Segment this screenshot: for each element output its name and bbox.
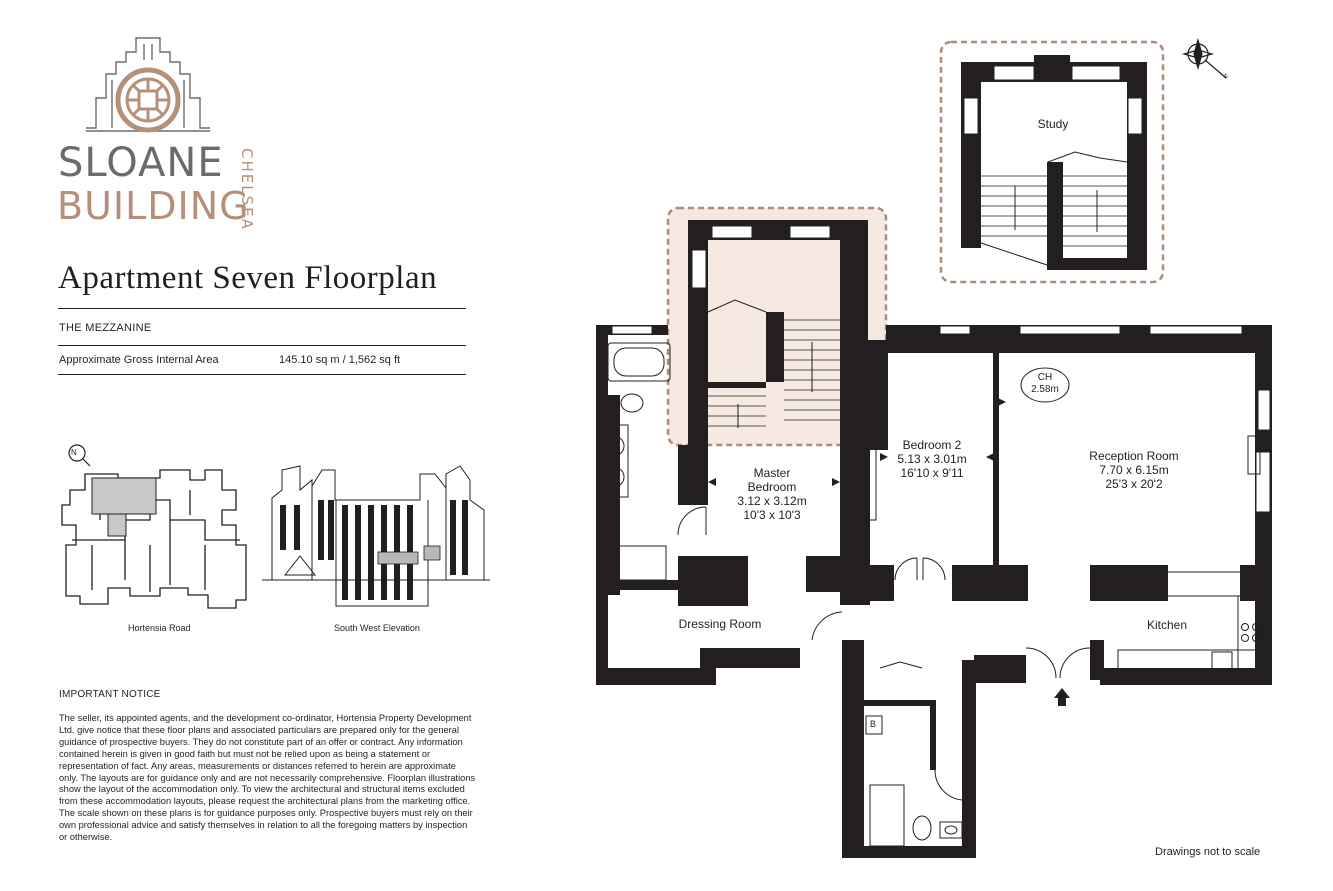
room-name-master-line2: Bedroom bbox=[747, 480, 797, 494]
compass-icon bbox=[1181, 37, 1227, 79]
study-highlight-zone bbox=[939, 40, 1165, 284]
elevation-caption: South West Elevation bbox=[334, 623, 420, 633]
room-label-dressing-room: Dressing Room bbox=[678, 617, 762, 631]
room-name-bedroom-2: Bedroom 2 bbox=[902, 438, 962, 452]
key-plan-north-label: N bbox=[71, 448, 77, 457]
room-dims-bedroom-2-imperial: 16'10 x 9'11 bbox=[900, 466, 964, 480]
room-label-study: Study bbox=[1037, 117, 1069, 131]
logo-wordmark-building: BUILDING bbox=[57, 184, 250, 228]
floor-level-label: THE MEZZANINE bbox=[59, 322, 152, 334]
room-label-reception: Reception Room 7.70 x 6.15m 25'3 x 20'2 bbox=[1064, 449, 1204, 491]
room-label-kitchen: Kitchen bbox=[1146, 618, 1188, 632]
room-label-master-bedroom: Master Bedroom 3.12 x 3.12m 10'3 x 10'3 bbox=[712, 466, 832, 522]
room-label-bedroom-2: Bedroom 2 5.13 x 3.01m 16'10 x 9'11 bbox=[870, 438, 994, 480]
scale-note: Drawings not to scale bbox=[1155, 846, 1261, 858]
page-title: Apartment Seven Floorplan bbox=[58, 260, 438, 296]
logo-wordmark-chelsea: CHELSEA bbox=[238, 148, 256, 231]
title-divider bbox=[58, 308, 466, 309]
ceiling-height-value: 2.58m bbox=[1031, 384, 1059, 395]
notice-title: IMPORTANT NOTICE bbox=[59, 689, 161, 700]
area-divider bbox=[58, 374, 466, 375]
room-dims-master-metric: 3.12 x 3.12m bbox=[737, 494, 807, 508]
key-plan-caption: Hortensia Road bbox=[128, 623, 191, 633]
stair-highlight-zone bbox=[666, 206, 888, 447]
ceiling-height-code: CH bbox=[1037, 372, 1053, 383]
area-label: Approximate Gross Internal Area bbox=[59, 354, 219, 366]
room-dims-bedroom-2-metric: 5.13 x 3.01m bbox=[897, 452, 967, 466]
level-divider bbox=[58, 345, 466, 346]
room-dims-master-imperial: 10'3 x 10'3 bbox=[743, 508, 801, 522]
boiler-label: B bbox=[870, 719, 877, 729]
entrance-arrow-icon bbox=[1054, 688, 1070, 706]
ceiling-height-label: CH 2.58m bbox=[1021, 372, 1069, 396]
room-name-master-line1: Master bbox=[753, 466, 791, 480]
notice-body: The seller, its appointed agents, and th… bbox=[59, 713, 476, 843]
room-dims-reception-imperial: 25'3 x 20'2 bbox=[1105, 477, 1163, 491]
room-name-reception: Reception Room bbox=[1089, 449, 1179, 463]
area-value: 145.10 sq m / 1,562 sq ft bbox=[279, 354, 401, 366]
room-dims-reception-metric: 7.70 x 6.15m bbox=[1099, 463, 1169, 477]
logo-wordmark-sloane: SLOANE bbox=[58, 140, 224, 186]
compass-label: N bbox=[1221, 73, 1229, 81]
